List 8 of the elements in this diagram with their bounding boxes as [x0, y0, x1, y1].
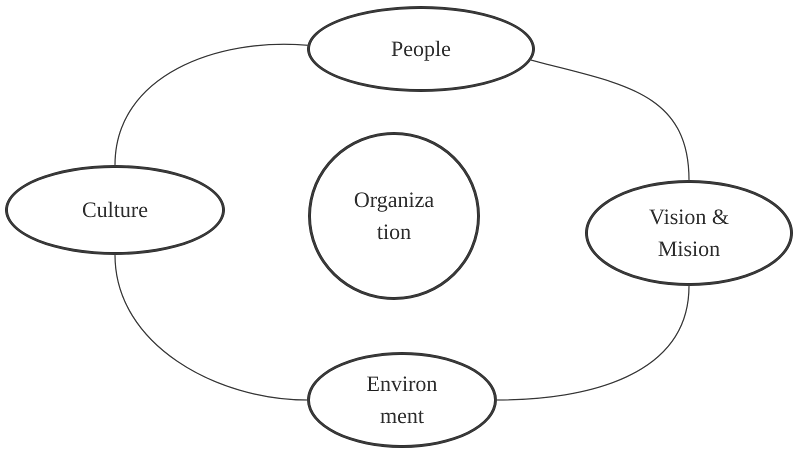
connector-line: [496, 286, 690, 401]
node-label: Culture: [82, 196, 148, 224]
connector-line: [114, 254, 308, 401]
node-label: Environ ment: [366, 370, 438, 430]
connector-line: [114, 44, 308, 166]
node-label: Vision & Mision: [648, 203, 730, 263]
node-label: People: [391, 35, 451, 64]
node-label: Organiza tion: [352, 186, 436, 246]
